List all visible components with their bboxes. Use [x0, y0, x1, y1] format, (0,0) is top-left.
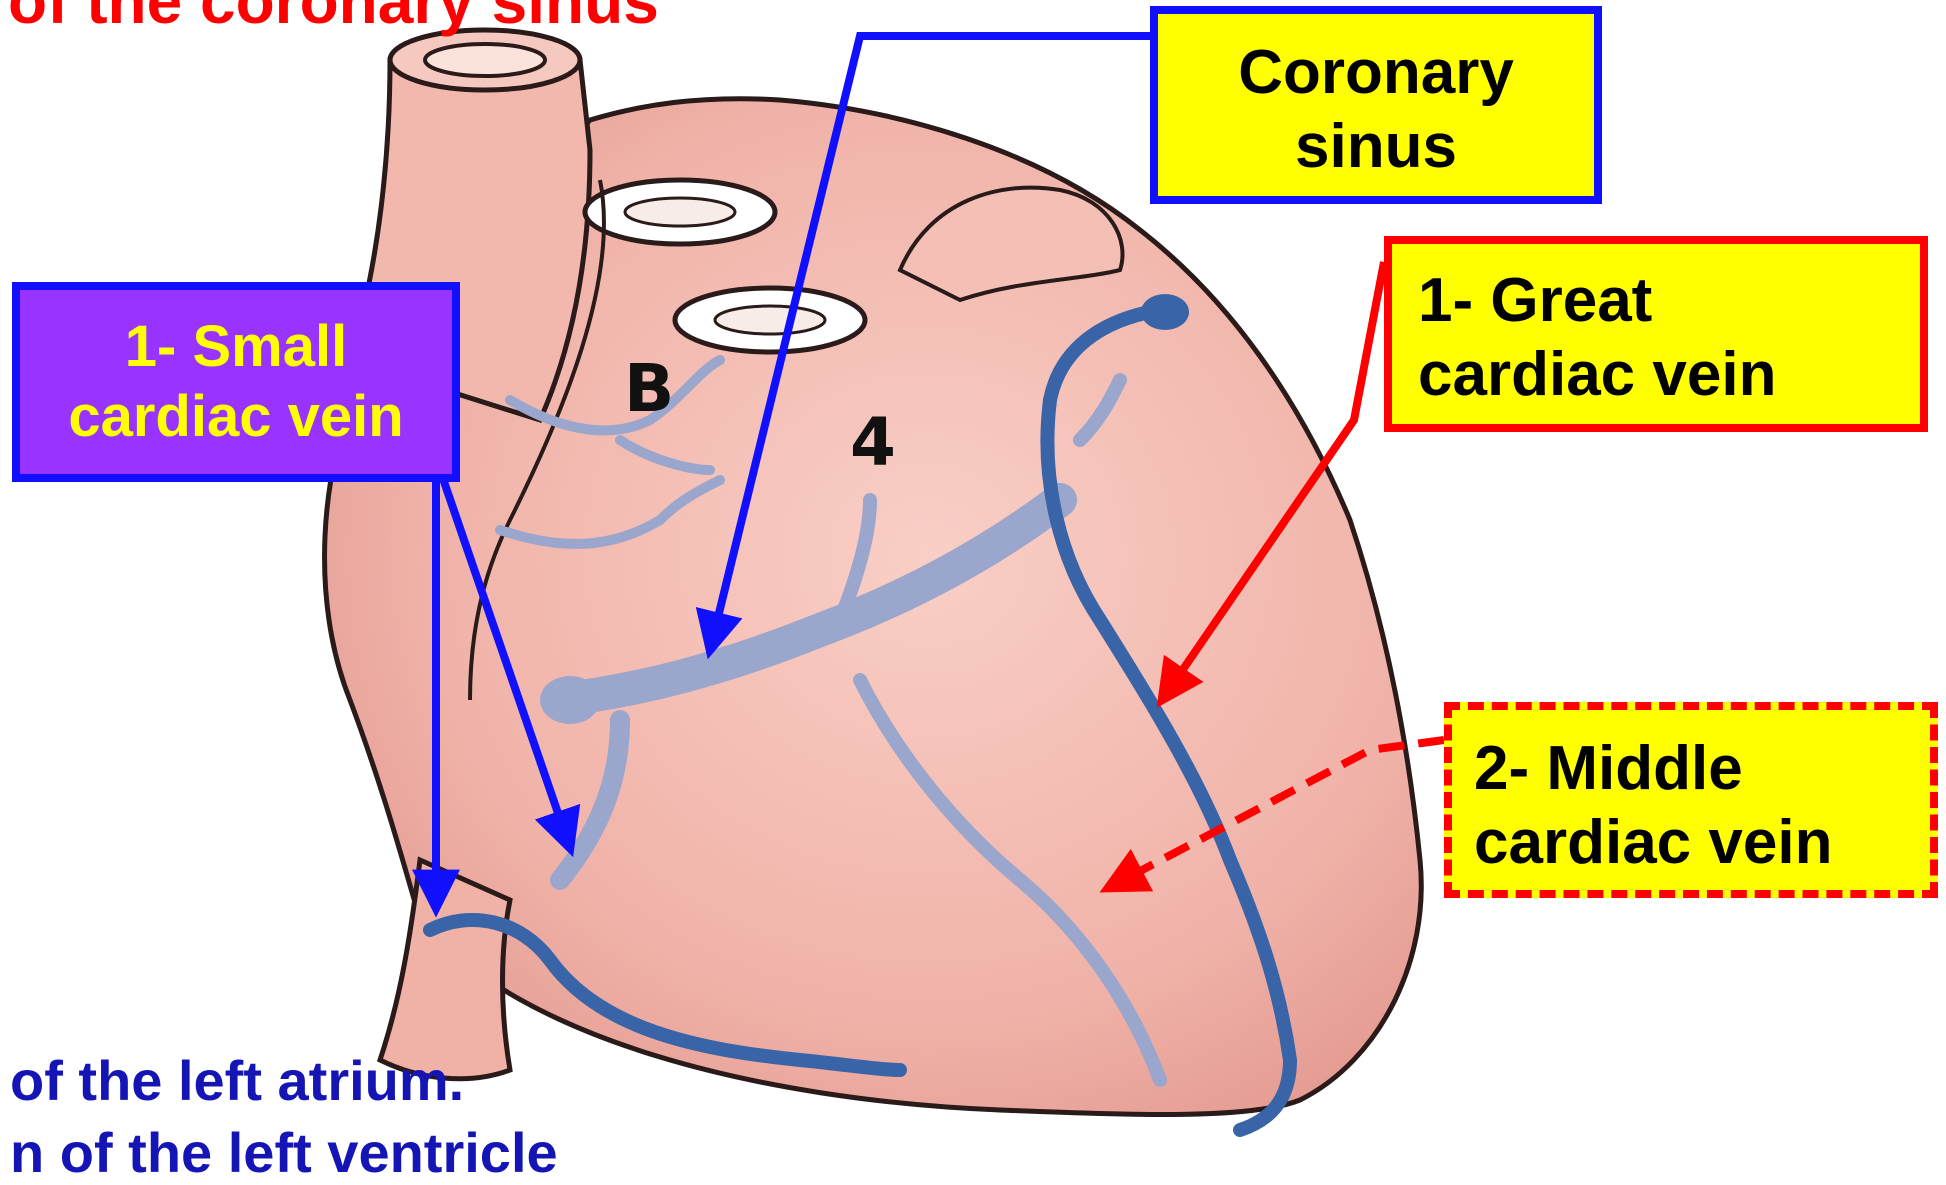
label-small-cardiac-vein: 1- Small cardiac vein — [12, 282, 460, 482]
footnote-line-1: of the left atrium. — [10, 1048, 464, 1113]
label-middle-cardiac-vein-line2: cardiac vein — [1474, 806, 1930, 880]
label-middle-cardiac-vein: 2- Middle cardiac vein — [1444, 702, 1938, 898]
label-small-cardiac-vein-line1: 1- Small — [20, 312, 452, 382]
marker-4: 4 — [850, 404, 896, 481]
label-small-cardiac-vein-line2: cardiac vein — [20, 382, 452, 452]
footnote-line-2: n of the left ventricle — [10, 1120, 558, 1185]
marker-b: B — [624, 350, 674, 427]
label-great-cardiac-vein-line2: cardiac vein — [1418, 338, 1920, 412]
heading-partial: of the coronary sinus — [8, 0, 659, 36]
label-great-cardiac-vein-line1: 1- Great — [1418, 264, 1920, 338]
inferior-vessel — [380, 860, 510, 1079]
label-great-cardiac-vein: 1- Great cardiac vein — [1384, 236, 1928, 432]
label-middle-cardiac-vein-line1: 2- Middle — [1474, 732, 1930, 806]
label-coronary-sinus-line1: Coronary — [1158, 36, 1594, 110]
label-coronary-sinus: Coronary sinus — [1150, 6, 1602, 204]
label-coronary-sinus-line2: sinus — [1158, 110, 1594, 184]
